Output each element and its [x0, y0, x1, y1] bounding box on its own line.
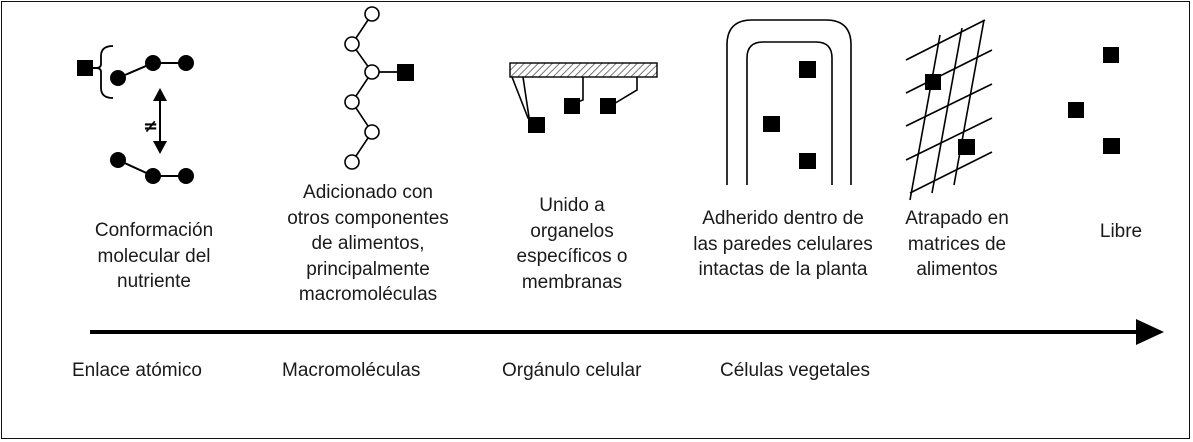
caption-organelles: Unido a organelos específicos o membrana… [516, 195, 628, 293]
scale-arrow [90, 319, 1164, 345]
nutrient-square-icon [528, 117, 545, 133]
nutrient-square-icon [799, 153, 816, 169]
level-atomic-bond: Enlace atómico [72, 360, 202, 381]
molecule-chain-top [110, 55, 194, 86]
macromolecule-illustration [344, 6, 414, 170]
nutrient-square-icon [1103, 47, 1119, 63]
not-equal-icon: ≠ [143, 116, 158, 137]
outer-cell-wall-icon [726, 19, 852, 185]
free-nutrient-illustration [1068, 47, 1120, 154]
brace-icon [95, 45, 114, 99]
food-matrix-illustration [905, 19, 993, 201]
molecular-conformation-illustration: ≠ [77, 45, 194, 184]
organelle-illustration [509, 62, 658, 133]
arrow-head-icon [1136, 319, 1164, 345]
level-macromolecules: Macromoléculas [282, 360, 421, 381]
inner-cell-wall-icon [746, 41, 833, 185]
nutrient-square-icon [77, 60, 93, 76]
nutrient-square-icon [1103, 138, 1120, 154]
nutrient-square-icon [799, 61, 816, 78]
nutrient-square-icon [564, 98, 580, 114]
level-plant-cells: Células vegetales [720, 360, 870, 381]
caption-plant-cell-walls: Adherido dentro de las paredes celulares… [693, 208, 873, 280]
caption-food-matrices: Atrapado en matrices de alimentos [905, 208, 1009, 280]
nutrient-square-icon [958, 139, 975, 155]
double-arrow-icon [153, 88, 167, 154]
nutrient-square-icon [600, 98, 616, 114]
membrane-icon [509, 62, 658, 78]
caption-molecular-conformation: Conformación molecular del nutriente [94, 220, 214, 292]
molecule-chain-bottom [110, 152, 194, 184]
plant-cell-illustration [726, 19, 852, 185]
nutrient-square-icon [397, 64, 414, 81]
nutrient-square-icon [763, 116, 780, 132]
nutrient-square-icon [1068, 102, 1084, 118]
level-cell-organelle: Orgánulo celular [502, 360, 642, 381]
caption-macromolecules: Adicionado con otros componentes de alim… [287, 182, 449, 305]
caption-free: Libre [1099, 221, 1143, 242]
nutrient-square-icon [925, 74, 941, 90]
